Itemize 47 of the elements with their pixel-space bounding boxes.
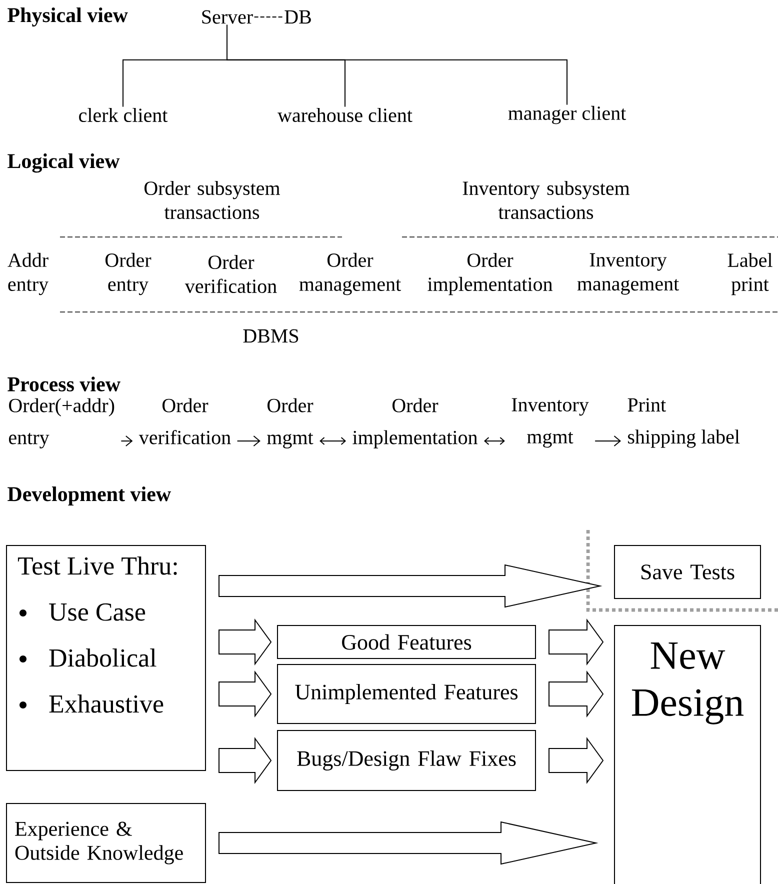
layer-label: Order entry bbox=[106, 252, 152, 296]
layer-label: Label print bbox=[728, 252, 772, 296]
layer-label: Order verification bbox=[184, 254, 277, 294]
arrow bbox=[594, 436, 621, 446]
block-arrow bbox=[218, 670, 272, 718]
layer-label: Addr entry bbox=[8, 252, 48, 296]
layer-label: Order management bbox=[299, 252, 401, 296]
component-label: manager client bbox=[508, 106, 626, 124]
block-arrow bbox=[218, 618, 272, 666]
step-label: Inventory mgmt bbox=[512, 398, 589, 448]
design-box: New Design bbox=[614, 625, 761, 884]
component-label: clerk client bbox=[79, 108, 168, 122]
connector-line bbox=[226, 24, 568, 106]
connector-line bbox=[254, 16, 284, 18]
block-arrow bbox=[218, 564, 602, 608]
layer-label: DBMS bbox=[243, 329, 298, 343]
list-box: Test Live Thru: Use Case Diabolical Exhaustive bbox=[6, 545, 206, 771]
text-box: Unimplemented Features bbox=[277, 664, 536, 724]
arrow bbox=[120, 436, 133, 446]
arrow bbox=[320, 437, 346, 445]
block-arrow bbox=[218, 736, 272, 784]
layer-label: Order implementation bbox=[428, 252, 552, 296]
component-label: warehouse client bbox=[278, 108, 412, 122]
text-box: Bugs/Design Flaw Fixes bbox=[277, 730, 536, 791]
section-heading: Logical view bbox=[8, 153, 120, 173]
arrow bbox=[236, 436, 260, 446]
layer-label: Order subsystem transactions bbox=[144, 180, 280, 220]
block-arrow bbox=[548, 670, 604, 718]
section-heading: Physical view bbox=[8, 7, 128, 27]
layer-label: Inventory management bbox=[577, 253, 679, 295]
step-label: Order implementation bbox=[352, 398, 478, 448]
block-arrow bbox=[548, 736, 604, 784]
arrow bbox=[484, 437, 505, 445]
text-box: Experience & Outside Knowledge bbox=[6, 803, 206, 883]
step-label: Print shipping label bbox=[628, 398, 740, 448]
block-arrow bbox=[218, 821, 598, 865]
section-heading: Development view bbox=[8, 486, 171, 506]
block-arrow bbox=[548, 618, 604, 666]
component-label: DB bbox=[284, 10, 311, 24]
text-box: Good Features bbox=[277, 625, 536, 659]
step-label: Order(+addr) entry bbox=[8, 398, 114, 448]
section-heading: Process view bbox=[8, 376, 120, 392]
layer-label: Inventory subsystem transactions bbox=[462, 180, 630, 220]
text-box: Save Tests bbox=[614, 545, 761, 599]
step-label: Order mgmt bbox=[267, 398, 314, 448]
step-label: Order verification bbox=[138, 398, 231, 444]
component-label: Server bbox=[202, 10, 253, 24]
